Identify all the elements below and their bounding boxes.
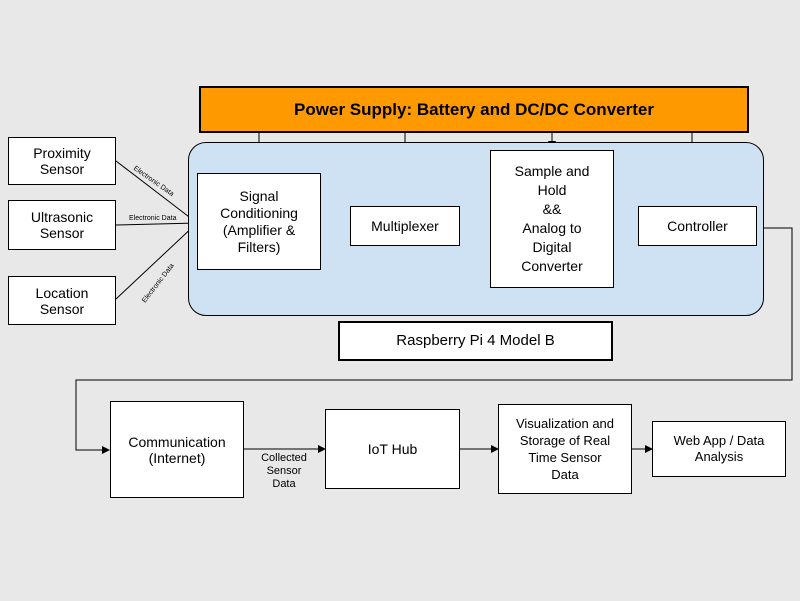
web-app-box: Web App / Data Analysis bbox=[652, 421, 786, 477]
iot-hub-label: IoT Hub bbox=[367, 441, 418, 457]
location-sensor-box: Location Sensor bbox=[8, 276, 116, 325]
location-data-line bbox=[115, 222, 198, 300]
ultrasonic-data-line bbox=[115, 222, 198, 226]
web-app-label: Web App / Data Analysis bbox=[673, 433, 765, 464]
power-supply-label: Power Supply: Battery and DC/DC Converte… bbox=[294, 99, 654, 119]
visualization-storage-box: Visualization and Storage of Real Time S… bbox=[498, 404, 632, 494]
raspberry-pi-label: Raspberry Pi 4 Model B bbox=[396, 332, 555, 349]
proximity-data-line bbox=[115, 160, 198, 224]
ultrasonic-edge-label: Electronic Data bbox=[129, 215, 177, 222]
signal-conditioning-box: Signal Conditioning (Amplifier & Filters… bbox=[197, 173, 321, 270]
visualization-storage-label: Visualization and Storage of Real Time S… bbox=[515, 416, 615, 482]
proximity-sensor-label: Proximity Sensor bbox=[33, 145, 91, 177]
raspberry-pi-label-box: Raspberry Pi 4 Model B bbox=[338, 321, 613, 361]
communication-box: Communication (Internet) bbox=[110, 401, 244, 498]
multiplexer-box: Multiplexer bbox=[350, 206, 460, 246]
multiplexer-label: Multiplexer bbox=[371, 218, 439, 234]
sample-hold-adc-box: Sample and Hold && Analog to Digital Con… bbox=[490, 150, 614, 288]
ultrasonic-sensor-box: Ultrasonic Sensor bbox=[8, 200, 116, 250]
controller-to-communication-line bbox=[75, 227, 793, 454]
signal-conditioning-label: Signal Conditioning (Amplifier & Filters… bbox=[220, 187, 298, 255]
iot-hub-box: IoT Hub bbox=[325, 409, 460, 489]
controller-label: Controller bbox=[667, 218, 728, 234]
ultrasonic-sensor-label: Ultrasonic Sensor bbox=[30, 209, 94, 241]
collected-sensor-data-label: Collected Sensor Data bbox=[261, 452, 307, 490]
controller-box: Controller bbox=[638, 206, 757, 246]
communication-label: Communication (Internet) bbox=[128, 433, 226, 466]
location-sensor-label: Location Sensor bbox=[35, 284, 89, 317]
power-supply-box: Power Supply: Battery and DC/DC Converte… bbox=[199, 86, 749, 133]
proximity-sensor-box: Proximity Sensor bbox=[8, 137, 116, 185]
sample-hold-adc-label: Sample and Hold && Analog to Digital Con… bbox=[514, 163, 590, 274]
